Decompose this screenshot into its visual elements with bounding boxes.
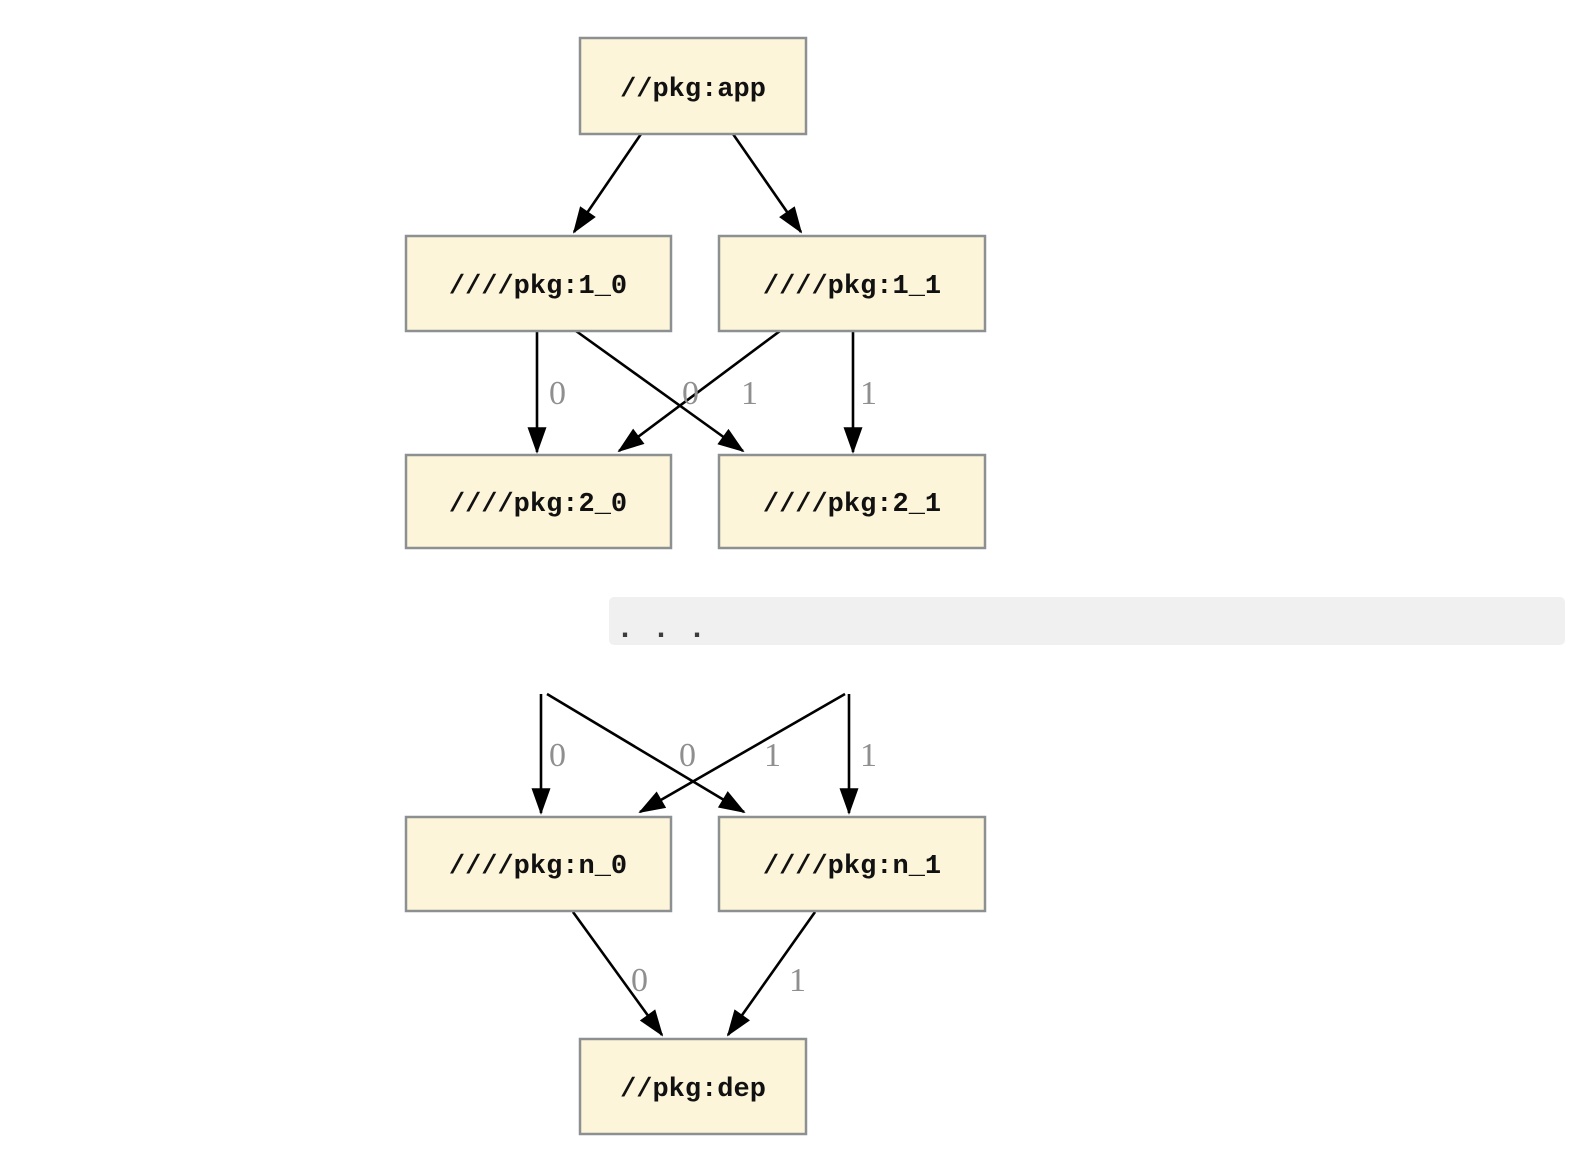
node-box bbox=[404, 234, 673, 333]
edge-label-cont-to-n-0-left: 0 bbox=[549, 737, 566, 774]
edge-continuation-to-n-0-diagonal bbox=[638, 692, 846, 814]
node-pkg-1-0: ////pkg:1_0 bbox=[404, 234, 673, 333]
node-label: //pkg:dep bbox=[620, 1075, 766, 1105]
edge-label-1-1-to-2-0: 1 bbox=[741, 375, 758, 412]
edge-n-0-to-dep bbox=[571, 911, 664, 1037]
edge-1-0-to-2-1 bbox=[575, 329, 745, 453]
edge-labels: 0 0 1 1 0 0 1 1 0 1 bbox=[549, 375, 877, 999]
edge-label-cont-to-n-1-right: 1 bbox=[860, 737, 877, 774]
node-pkg-app: //pkg:app bbox=[578, 36, 808, 136]
edge-label-n-1-to-dep: 1 bbox=[789, 962, 806, 999]
node-pkg-2-0: ////pkg:2_0 bbox=[404, 453, 673, 550]
edge-label-1-1-to-2-1: 1 bbox=[860, 375, 877, 412]
node-box bbox=[404, 453, 673, 550]
edge-label-1-0-to-2-1: 0 bbox=[682, 375, 699, 412]
edge-1-1-to-2-0 bbox=[617, 329, 781, 453]
node-pkg-dep: //pkg:dep bbox=[578, 1037, 808, 1136]
edge-label-n-0-to-dep: 0 bbox=[631, 962, 648, 999]
node-label: ////pkg:2_0 bbox=[449, 490, 627, 520]
edge-app-to-1-0 bbox=[572, 133, 643, 234]
node-box bbox=[404, 815, 673, 913]
node-label: ////pkg:n_0 bbox=[449, 852, 627, 882]
node-pkg-1-1: ////pkg:1_1 bbox=[717, 234, 987, 333]
edge-label-cont-to-n-1-left: 0 bbox=[679, 737, 696, 774]
node-label: ////pkg:2_1 bbox=[763, 490, 941, 520]
edge-label-cont-to-n-0-right: 1 bbox=[764, 737, 781, 774]
node-label: ////pkg:n_1 bbox=[763, 852, 941, 882]
ellipsis-band: . . . bbox=[609, 597, 1565, 647]
edge-n-1-to-dep bbox=[726, 911, 817, 1037]
node-pkg-n-0: ////pkg:n_0 bbox=[404, 815, 673, 913]
node-label: ////pkg:1_1 bbox=[763, 272, 941, 302]
node-box bbox=[578, 36, 808, 136]
node-box bbox=[717, 815, 987, 913]
edge-app-to-1-1 bbox=[731, 133, 803, 234]
edge-continuation-to-n-1-diagonal bbox=[546, 692, 746, 814]
node-box bbox=[578, 1037, 808, 1136]
node-box bbox=[717, 453, 987, 550]
edges bbox=[527, 133, 863, 1037]
node-label: //pkg:app bbox=[620, 75, 766, 105]
node-label: ////pkg:1_0 bbox=[449, 272, 627, 302]
node-pkg-2-1: ////pkg:2_1 bbox=[717, 453, 987, 550]
node-box bbox=[717, 234, 987, 333]
ellipsis-text: . . . bbox=[616, 613, 706, 647]
node-pkg-n-1: ////pkg:n_1 bbox=[717, 815, 987, 913]
ellipsis-band-background bbox=[609, 597, 1565, 645]
edge-label-1-0-to-2-0: 0 bbox=[549, 375, 566, 412]
